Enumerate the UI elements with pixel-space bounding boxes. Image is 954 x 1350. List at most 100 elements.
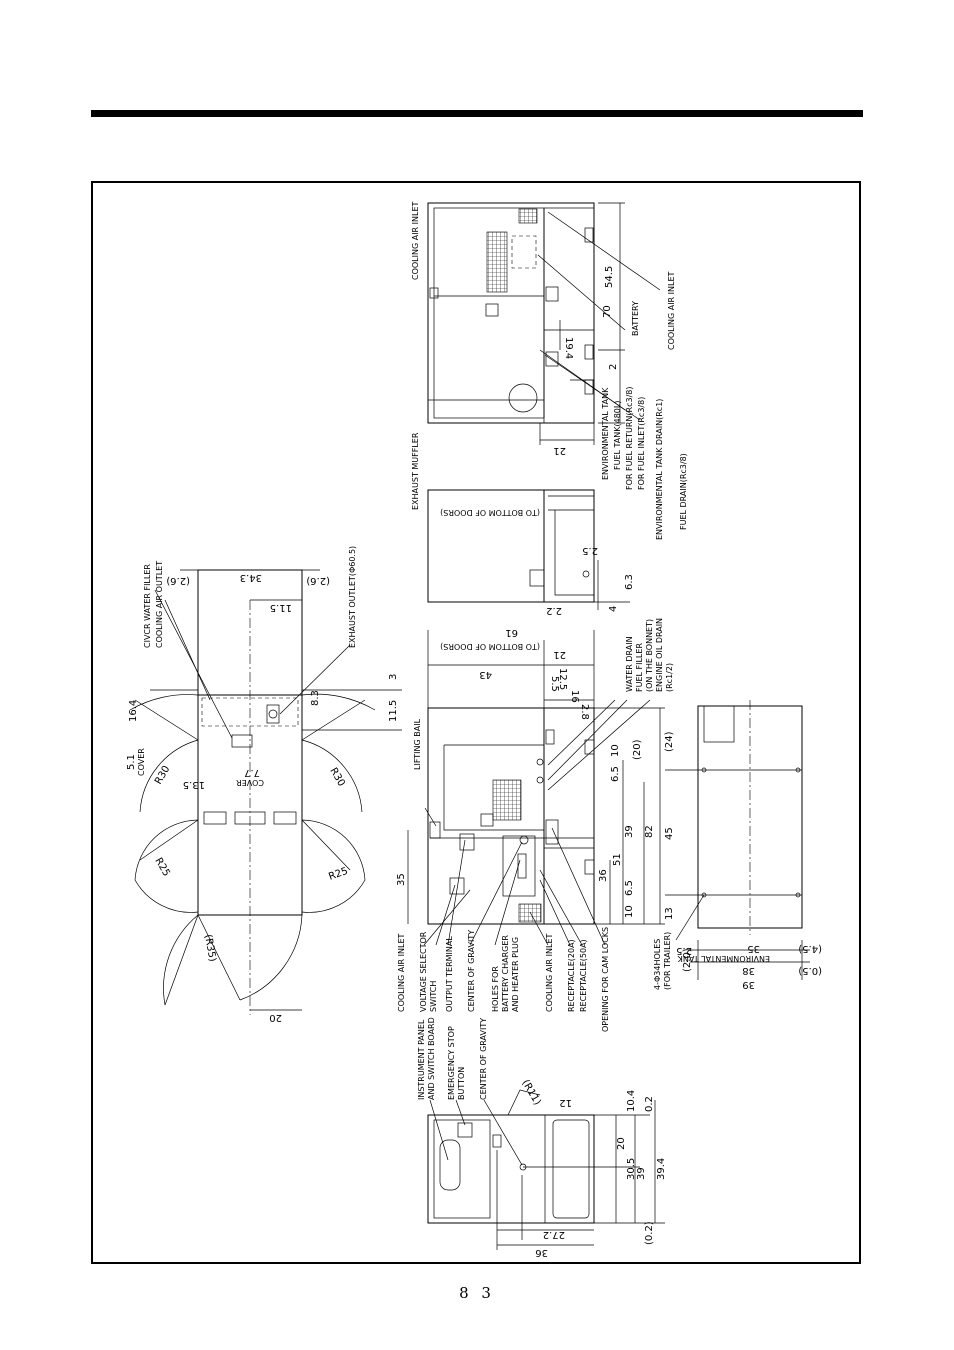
dim-39-4: 39.4	[656, 1158, 667, 1180]
dim-38: 38	[742, 965, 755, 976]
dim-21-side: 21	[553, 649, 566, 660]
drawing-frame	[91, 181, 861, 1264]
callout-civcr-water-filler: CIVCR WATER FILLER	[143, 564, 152, 648]
dim-2-8: 2.8	[579, 704, 590, 720]
dim-2-0-paren: (2.0)	[682, 948, 693, 972]
callout-environmental-tank: ENVIRONMENTAL TANK	[601, 387, 610, 480]
callout-to-bottom-of-doors-rear: (TO BOTTOM OF DOORS)	[440, 508, 540, 517]
dim-10-bottom: 10	[624, 905, 635, 918]
callout-exhaust-outlet: EXHAUST OUTLET(Φ60.5)	[348, 546, 357, 648]
dim-39-front: 39	[636, 1167, 647, 1180]
dim-0-2-bottom: (0.2)	[644, 1221, 655, 1245]
callout-cooling-air-outlet: COOLING AIR OUTLET	[155, 561, 164, 648]
dim-43: 43	[479, 669, 492, 680]
dim-0-2-top: 0.2	[644, 1096, 655, 1112]
dim-0-5-paren: (0.5)	[798, 965, 822, 976]
dim-cover-1: COVER	[137, 748, 146, 776]
dim-35: 35	[396, 873, 407, 886]
dim-3: 3	[388, 674, 399, 680]
dim-r30-right: R30	[327, 766, 346, 789]
rear-view-labels: COOLING AIR INLET EXHAUST MUFFLER BATTER…	[411, 201, 688, 616]
callout-lifting-bail: LIFTING BAIL	[413, 718, 422, 770]
dim-4-5-paren: (4.5)	[798, 943, 822, 954]
dim-34-3: 34.3	[240, 572, 262, 583]
callout-engine-oil-drain: ENGINE OIL DRAIN	[655, 618, 664, 692]
front-view	[427, 1089, 665, 1250]
dim-82: 82	[644, 825, 655, 838]
callout-fuel-filler: FUEL FILLER	[635, 643, 644, 692]
dim-12-front: 12	[559, 1097, 572, 1108]
callout-holes-for-3: AND HEATER PLUG	[511, 937, 520, 1012]
dim-51: 51	[612, 853, 623, 866]
dim-4: 4	[608, 606, 619, 612]
callout-voltage-selector-2: SWITCH	[429, 981, 438, 1012]
dim-5-5: 5.5	[549, 676, 560, 692]
dim-36-front: 36	[535, 1247, 548, 1258]
dim-11-5-top: 11.5	[270, 602, 292, 613]
dim-5-1: 5.1	[126, 754, 137, 770]
callout-holes-for-1: HOLES FOR	[491, 966, 500, 1012]
side-view	[407, 630, 665, 946]
base-view	[665, 700, 810, 980]
dim-45: 45	[664, 827, 675, 840]
dim-6-5-bottom: 6.5	[624, 880, 635, 896]
dim-70: 70	[602, 305, 613, 318]
dim-39-base: 39	[742, 979, 755, 990]
dim-20-front: 20	[616, 1137, 627, 1150]
callout-instrument-panel-2: AND SWITCH BOARD	[427, 1017, 436, 1100]
dim-20-paren: (20)	[632, 739, 643, 760]
callout-holes-for-2: BATTERY CHARGER	[501, 935, 510, 1012]
dim-10-4: 10.4	[626, 1090, 637, 1112]
page-number: 8 3	[459, 1284, 495, 1302]
callout-output-terminal: OUTPUT TERMINAL	[445, 936, 454, 1012]
dim-36-side: 36	[598, 869, 609, 882]
top-view	[129, 569, 402, 1015]
dim-2-6-right: (2.6)	[306, 575, 330, 586]
callout-battery: BATTERY	[631, 301, 640, 336]
callout-cooling-air-inlet: COOLING AIR INLET	[411, 201, 420, 280]
callout-instrument-panel-1: INSTRUMENT PANEL	[417, 1019, 426, 1100]
side-view-labels: LIFTING BAIL WATER DRAIN FUEL FILLER (ON…	[396, 618, 675, 1032]
dim-8-3: 8.3	[310, 690, 321, 706]
callout-center-of-gravity-side: CENTER OF GRAVITY	[467, 930, 476, 1012]
callout-receptacle-50a: RECEPTACLE(50A)	[579, 939, 588, 1012]
dim-10-top: 10	[610, 744, 621, 757]
top-view-labels: CIVCR WATER FILLER COOLING AIR OUTLET EX…	[126, 546, 399, 1023]
dim-r11: (R11)	[519, 1078, 542, 1107]
dim-35-base: 35	[747, 943, 760, 954]
rear-view	[427, 202, 661, 445]
dim-19-4: 19.4	[563, 337, 574, 359]
callout-cooling-air-inlet-2: COOLING AIR INLET	[667, 271, 676, 350]
callout-env-tank-drain: ENVIRONMENTAL TANK DRAIN(Rc1)	[655, 399, 664, 540]
dim-16-4: 16.4	[128, 700, 139, 722]
dim-54-5: 54.5	[604, 266, 615, 288]
header-rule	[91, 110, 863, 117]
dim-r25-right: R25	[327, 866, 349, 883]
callout-fuel-tank: FUEL TANK(480L)	[613, 401, 622, 470]
callout-to-bottom-of-doors-side: (TO BOTTOM OF DOORS)	[440, 642, 540, 651]
dim-6-3: 6.3	[624, 574, 635, 590]
dim-2-6-left: (2.6)	[166, 575, 190, 586]
dim-24-paren: (24)	[664, 731, 675, 752]
dim-7-7: 7.7	[244, 767, 260, 778]
callout-environmental-tank-base: ENVIRONMENTAL TANK	[677, 954, 770, 963]
front-view-labels: INSTRUMENT PANEL AND SWITCH BOARD EMERGE…	[417, 1017, 667, 1258]
callout-opening-cam-locks: OPENING FOR CAM LOCKS	[601, 927, 610, 1032]
callout-holes-1: 4-Φ34HOLES	[653, 939, 662, 990]
dim-61: 61	[505, 627, 518, 638]
callout-fuel-inlet: FOR FUEL INLET(Rc3/8)	[637, 397, 646, 490]
callout-fuel-return: FOR FUEL RETURN(Rc3/8)	[625, 387, 634, 490]
callout-holes-2: (FOR TRAILER)	[663, 932, 672, 990]
dim-27-2: 27.2	[543, 1229, 565, 1240]
dim-cover-2: COVER	[236, 778, 264, 787]
dim-16: 16	[569, 690, 580, 703]
base-view-labels: 4-Φ34HOLES (FOR TRAILER) ENVIRONMENTAL T…	[653, 932, 822, 990]
dim-2-2: 2.2	[546, 605, 562, 616]
callout-fuel-drain: FUEL DRAIN(Rc3/8)	[679, 453, 688, 530]
dim-2-5-base: 2.5	[676, 945, 692, 956]
callout-exhaust-muffler: EXHAUST MUFFLER	[411, 432, 420, 510]
callout-center-of-gravity-front: CENTER OF GRAVITY	[479, 1018, 488, 1100]
callout-receptacle-20a: RECEPTACLE(20A)	[567, 939, 576, 1012]
callout-water-drain: WATER DRAIN	[625, 636, 634, 692]
callout-on-the-bonnet: (ON THE BONNET)	[645, 619, 654, 692]
